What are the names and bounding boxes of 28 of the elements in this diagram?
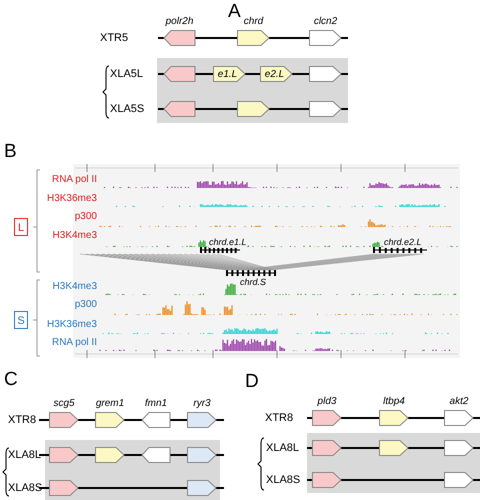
genome-box: L	[14, 218, 28, 236]
chromosome-label: XLA5S	[110, 103, 144, 115]
track-label: RNA pol II	[52, 337, 97, 349]
gene-block	[163, 101, 196, 117]
chromosome-label: XTR8	[265, 412, 294, 424]
track-label: H3K4me3	[52, 281, 97, 293]
track-label: H3K36me3	[46, 319, 97, 331]
chromosome-label: XLA8S	[266, 474, 300, 486]
track-label: p300	[74, 299, 97, 311]
chromosome-label: XTR5	[100, 32, 128, 44]
panel-letter: D	[245, 372, 259, 392]
gene-label: chrd.S	[240, 276, 266, 288]
chromosome-label: XLA8L	[8, 449, 42, 461]
chromosome-label: XLA8L	[266, 442, 300, 454]
gene-block	[163, 66, 196, 82]
panel-letter: C	[4, 370, 18, 390]
track-label: RNA pol II	[52, 174, 97, 186]
panel-letter: B	[4, 142, 17, 162]
chromosome-label: XLA5L	[110, 68, 144, 80]
gene-label: chrd.e1.L	[209, 236, 247, 248]
track-label: H3K36me3	[46, 193, 97, 205]
track-label: H3K4me3	[52, 230, 97, 242]
chromosome-label: XTR8	[8, 414, 36, 426]
track-label: p300	[74, 211, 97, 223]
genome-box: S	[14, 311, 28, 329]
panel-letter: A	[228, 2, 241, 22]
chromosome-label: XLA8S	[8, 482, 42, 494]
gene-label: chrd.e2.L	[384, 236, 422, 248]
